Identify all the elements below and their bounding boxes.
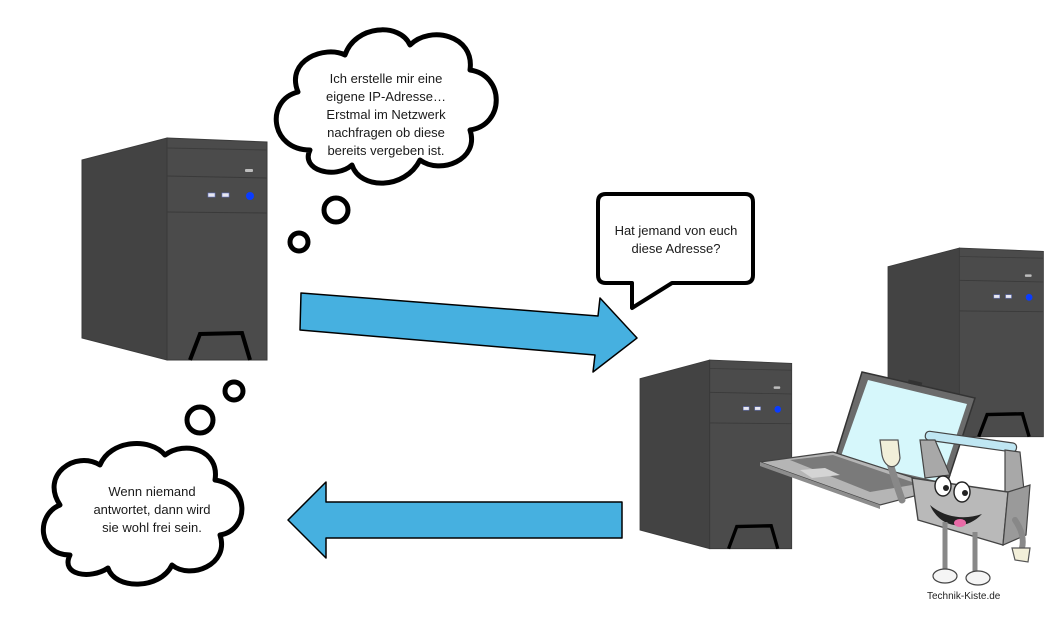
thought-bubble-bottom	[41, 379, 246, 587]
thought-dot-large	[184, 404, 216, 436]
thought-bubble-top	[273, 27, 499, 254]
thought-dot-small	[287, 230, 311, 254]
thought-bubble-top-text: Ich erstelle mir eine eigene IP-Adresse……	[326, 71, 446, 158]
thought-bubble-bottom-text: Wenn niemand antwortet, dann wird sie wo…	[93, 484, 211, 535]
response-arrow	[287, 481, 623, 559]
credit-text: Technik-Kiste.de	[927, 591, 1001, 602]
thought-dot-small	[222, 379, 246, 403]
thought-dot-large	[321, 195, 351, 225]
network-computer-1	[638, 358, 794, 551]
toolbox-mascot	[879, 430, 1031, 586]
requesting-computer	[80, 136, 269, 362]
speech-bubble-text: Hat jemand von euch diese Adresse?	[614, 223, 738, 256]
request-arrow	[299, 292, 638, 373]
speech-bubble	[596, 192, 755, 310]
